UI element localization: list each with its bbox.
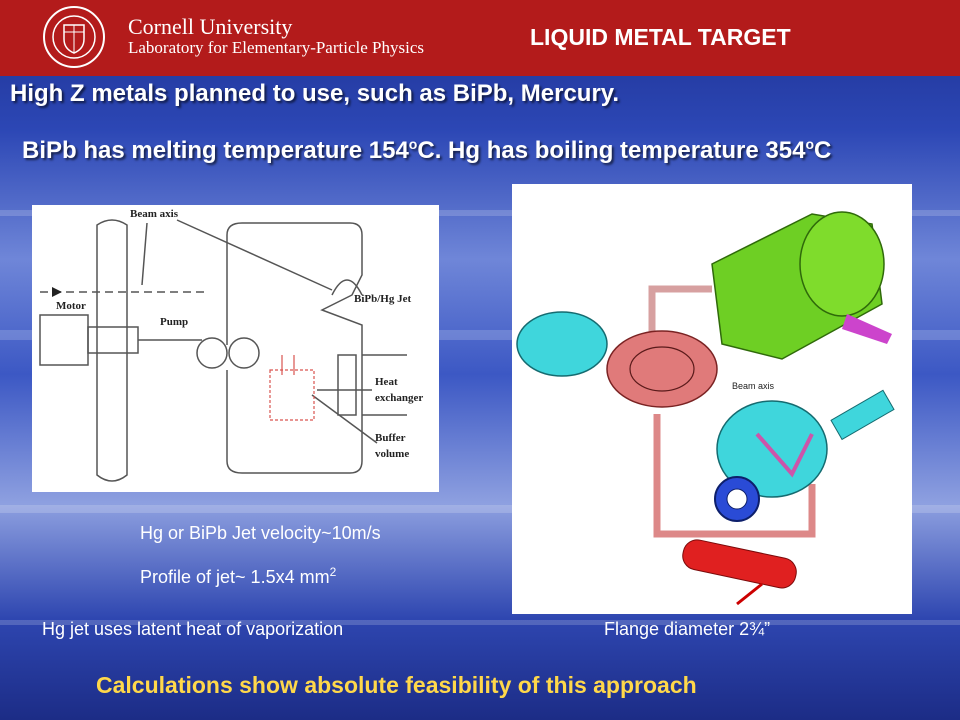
heat-exchanger-label: exchanger [375,392,423,404]
melting-text: BiPb has melting temperature 154 [22,137,409,164]
lab-name: Laboratory for Elementary-Particle Physi… [128,38,424,57]
motor-label: Motor [56,300,86,312]
background-streak [0,505,960,513]
background-streak [0,620,960,625]
squared-mark: 2 [329,565,337,579]
header-bar: Cornell University Laboratory for Elemen… [0,0,960,76]
jet-loop-schematic: Beam axis Motor Pump BiPb/Hg Jet Heat ex… [32,205,439,492]
celsius-c: C [814,137,832,164]
degree-mark: o [805,136,815,152]
render-beam-axis-label: Beam axis [732,381,775,391]
jet-profile-value: Profile of jet~ 1.5x4 mm [140,567,330,587]
high-z-metals-line: High Z metals planned to use, such as Bi… [10,80,620,107]
buffer-volume-label: Buffer [375,432,406,444]
heat-exchanger-label: Heat [375,376,398,388]
buffer-volume-label: volume [375,448,409,460]
target-3d-render: Beam axis [512,184,912,614]
pump-label: Pump [160,316,188,328]
flange-diameter-text: Flange diameter 2¾” [604,619,771,639]
jet-profile-text: Profile of jet~ 1.5x4 mm2 [140,565,336,588]
background-streak [0,210,960,216]
degree-mark: o [408,136,418,152]
university-name: Cornell University [128,14,293,39]
temperature-line: BiPb has melting temperature 154oC. Hg h… [22,136,831,165]
beam-axis-label: Beam axis [130,208,179,220]
boiling-text: C. Hg has boiling temperature 354 [417,137,806,164]
latent-heat-text: Hg jet uses latent heat of vaporization [42,619,344,639]
cornell-seal-logo [43,6,105,68]
background-streak [0,330,960,340]
jet-velocity-text: Hg or BiPb Jet velocity~10m/s [140,523,381,543]
jet-label: BiPb/Hg Jet [354,293,411,305]
conclusion-text: Calculations show absolute feasibility o… [96,672,697,698]
slide-title: LIQUID METAL TARGET [530,24,791,50]
